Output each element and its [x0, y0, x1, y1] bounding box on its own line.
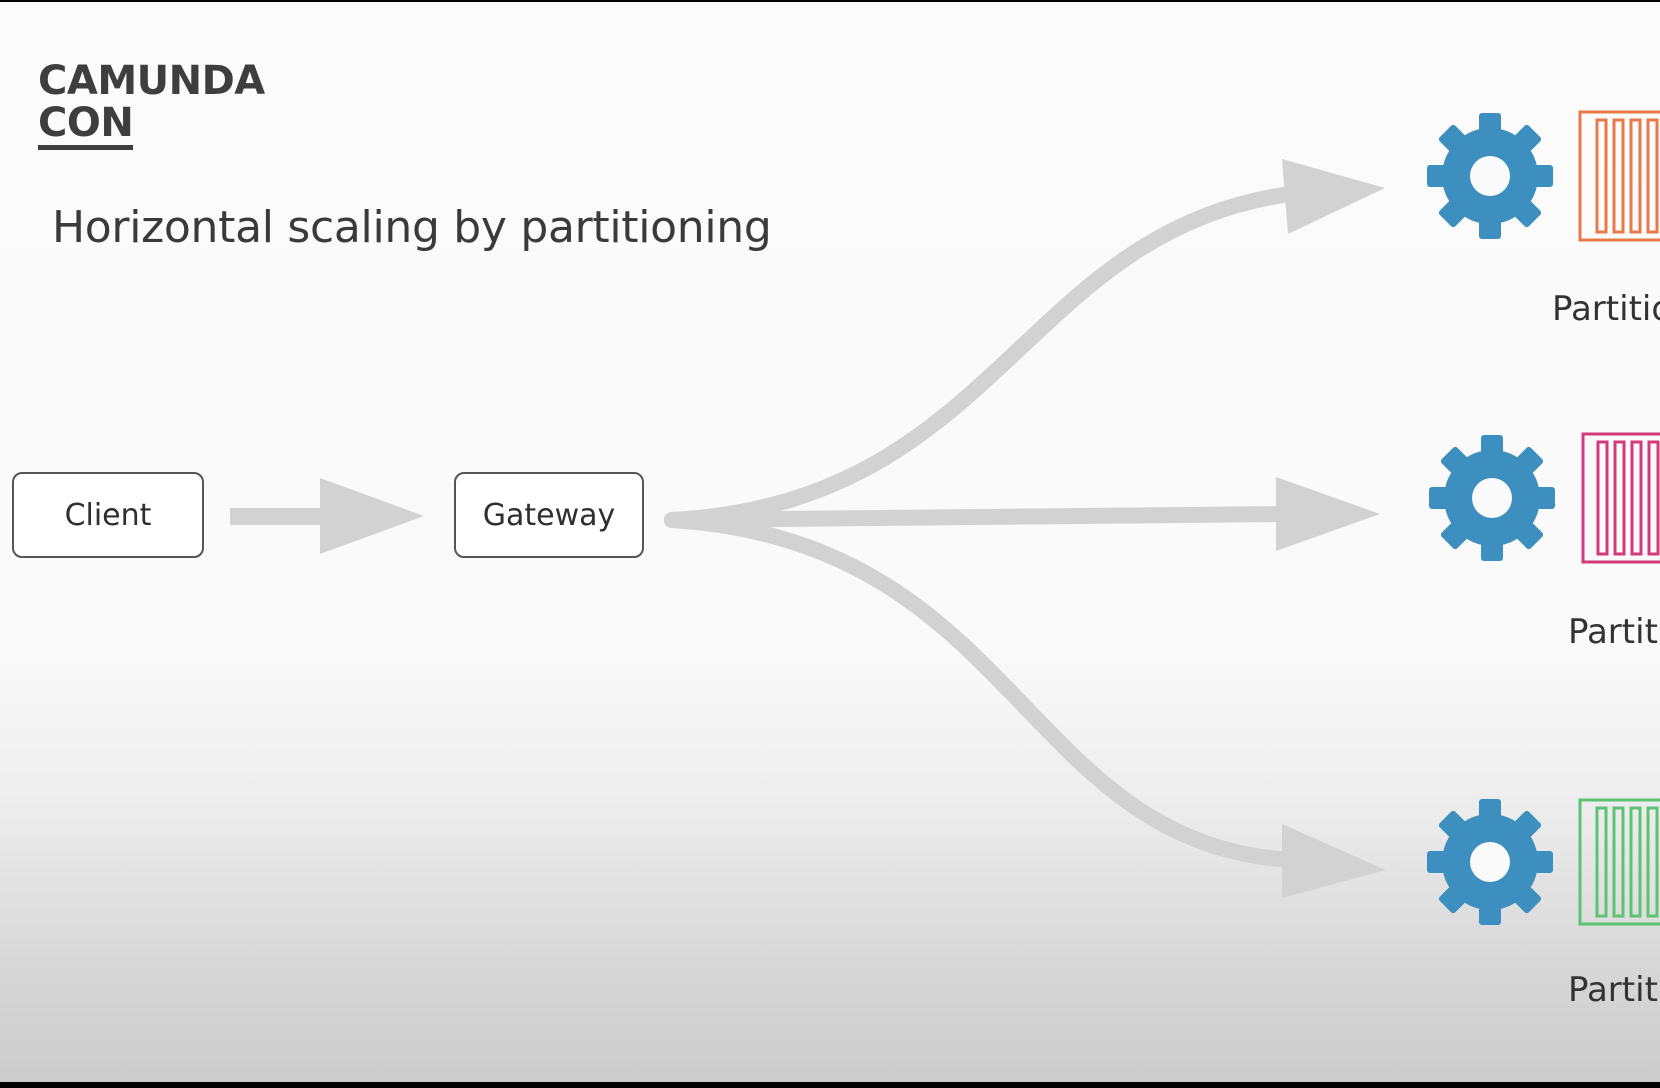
- arrowhead-1: [1282, 159, 1385, 234]
- arrowhead-3: [1282, 824, 1386, 898]
- gateway-node: Gateway: [454, 472, 644, 558]
- log-segment-icon: [1578, 110, 1660, 242]
- fanout-arrows: [664, 186, 1298, 868]
- gear-icon: [1427, 799, 1553, 925]
- client-to-gateway-arrow: [230, 478, 424, 554]
- partition-label-1: Partitio: [1552, 289, 1660, 329]
- arrow-to-partition-2: [664, 506, 1293, 528]
- partition-label-2: Partit: [1568, 612, 1658, 652]
- log-segment-icon: [1581, 432, 1660, 564]
- partition-label-3: Partit: [1568, 970, 1658, 1010]
- arrow-to-partition-3: [664, 512, 1298, 868]
- logo-line-2: CON: [38, 103, 134, 150]
- arrow-to-partition-1: [664, 186, 1298, 528]
- gear-icon: [1429, 435, 1555, 561]
- camundacon-logo: CAMUNDA CON: [38, 60, 265, 150]
- logo-line-1: CAMUNDA: [38, 58, 265, 104]
- gear-icon: [1427, 113, 1553, 239]
- slide-title: Horizontal scaling by partitioning: [52, 202, 772, 253]
- log-segment-icon: [1578, 798, 1660, 926]
- arrowhead-2: [1276, 477, 1380, 551]
- client-node: Client: [12, 472, 204, 558]
